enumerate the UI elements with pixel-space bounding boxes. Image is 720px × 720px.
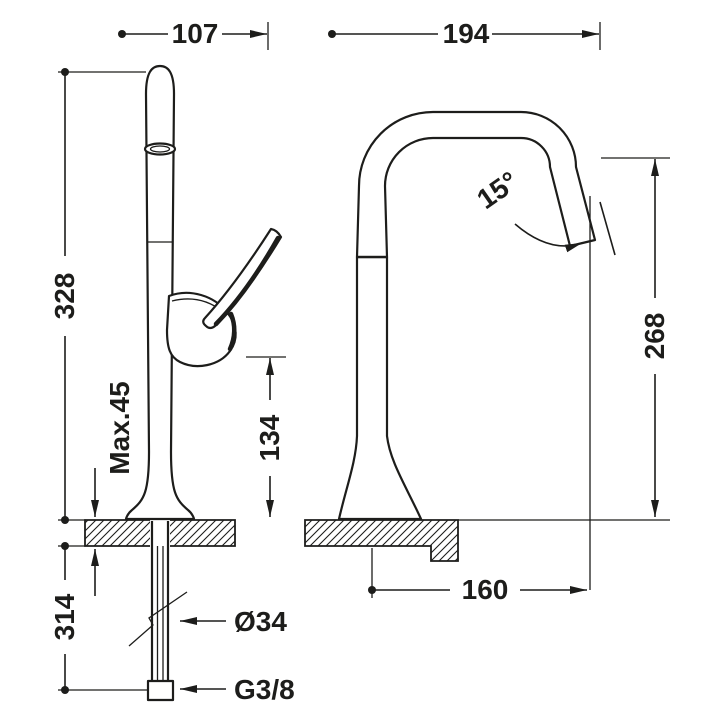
countertop-section-side — [304, 519, 459, 562]
dim-spout-height-label: 268 — [639, 313, 670, 360]
dim-handle-height-label: 134 — [254, 414, 285, 461]
dim-spout-height: 268 — [458, 157, 670, 521]
swivel-angle-annotation: 15° — [471, 165, 616, 590]
spout-outline — [355, 110, 597, 259]
supply-pipe — [128, 521, 188, 702]
front-view — [124, 64, 283, 521]
countertop-section-front — [84, 518, 236, 548]
aerator-outlet — [143, 142, 177, 156]
dim-spout-reach-label: 160 — [462, 574, 509, 605]
dim-max-deck: Max.45 — [91, 381, 135, 596]
swivel-angle-label: 15° — [471, 165, 523, 215]
dim-inlet-thread: G3/8 — [180, 674, 295, 705]
dim-side-depth-label: 194 — [443, 18, 490, 49]
break-mark — [128, 591, 188, 647]
dim-spout-reach: 160 — [368, 548, 587, 605]
dim-under-counter-label: 314 — [49, 593, 80, 640]
dim-side-depth: 194 — [328, 18, 601, 50]
handle-lever — [202, 227, 283, 330]
faucet-base-side — [337, 255, 423, 521]
angle-arc-arrow — [514, 223, 583, 253]
dim-inlet-thread-label: G3/8 — [234, 674, 295, 705]
housing-dark-edge — [227, 311, 237, 352]
faucet-body-front — [124, 64, 196, 521]
aerator-inner-ring — [149, 145, 171, 153]
dim-front-width-label: 107 — [172, 18, 219, 49]
dim-total-height: 328 — [49, 68, 146, 524]
lever-dark-edge — [213, 235, 281, 327]
dim-under-counter: 314 — [49, 542, 147, 694]
dim-total-height-label: 328 — [49, 273, 80, 320]
deck-hole — [150, 518, 170, 548]
tilt-axis-line — [599, 201, 616, 256]
dim-shank-diameter-label: Ø34 — [234, 606, 287, 637]
dim-shank-diameter: Ø34 — [180, 606, 287, 637]
side-view — [337, 110, 597, 521]
dim-front-width: 107 — [118, 18, 269, 50]
inlet-connector — [146, 679, 175, 702]
dim-handle-height: 134 — [246, 356, 286, 517]
dim-max-deck-label: Max.45 — [104, 381, 135, 474]
